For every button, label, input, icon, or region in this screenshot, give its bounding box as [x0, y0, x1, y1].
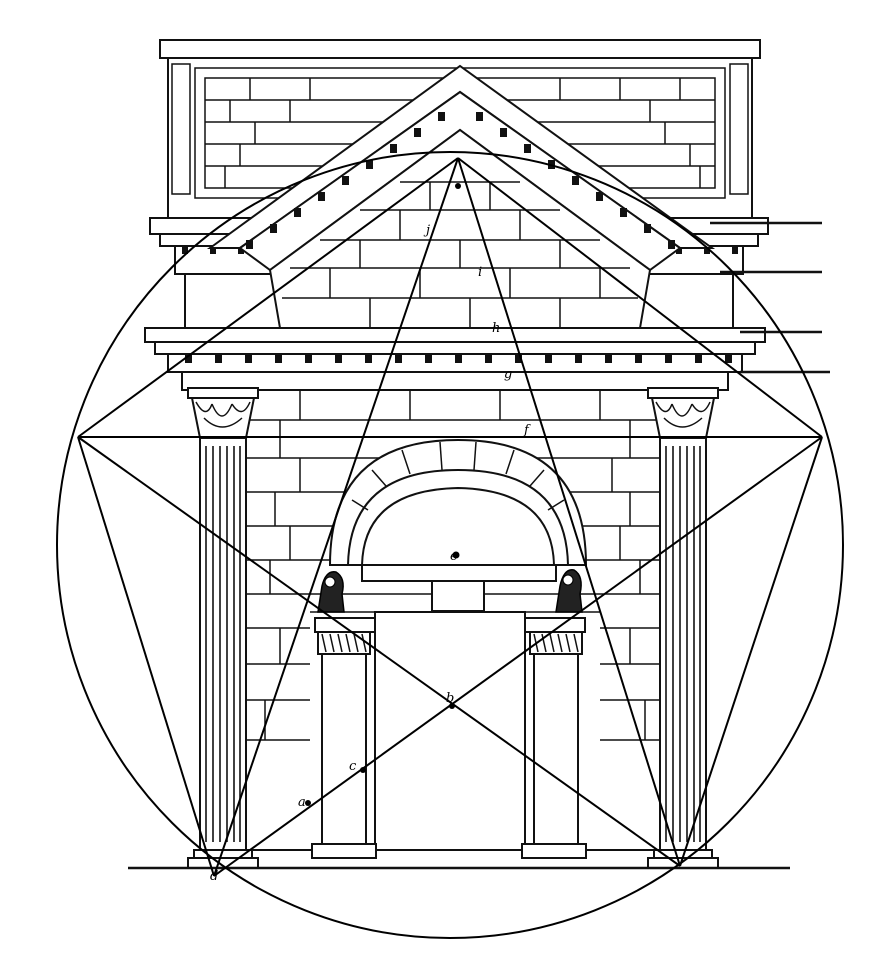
- leader-lines: [710, 221, 830, 374]
- label-h: h: [492, 321, 500, 336]
- label-g: g: [504, 367, 512, 382]
- inner-pilaster-right: [521, 617, 587, 859]
- label-c: c: [349, 759, 357, 774]
- lion-statue-right: [555, 569, 583, 613]
- pediment-dentils-left: [246, 112, 445, 249]
- construction-markers: [305, 183, 461, 806]
- point-labels: a b c d e f g h i j: [210, 223, 531, 884]
- lion-statue-left: [317, 571, 345, 613]
- label-f: f: [523, 423, 531, 438]
- arch: [328, 438, 588, 612]
- label-a: a: [298, 795, 306, 810]
- doorway: [310, 611, 600, 851]
- arch-voussoirs: [351, 441, 565, 511]
- label-b: b: [446, 691, 454, 706]
- main-cornice-dentils: [185, 354, 732, 363]
- label-i: i: [478, 265, 482, 280]
- geometric-construction: [56, 151, 844, 939]
- label-e: e: [450, 549, 458, 564]
- pediment: [206, 64, 716, 329]
- inner-pilaster-left: [311, 617, 377, 859]
- upper-cornice-dentils: [182, 246, 738, 254]
- tympanum-masonry: [282, 181, 638, 328]
- label-j: j: [423, 223, 430, 238]
- main-entablature: [144, 327, 766, 391]
- column-right: [647, 387, 719, 869]
- label-d: d: [210, 869, 218, 884]
- column-left: [187, 387, 259, 869]
- construction-circle: [56, 151, 844, 939]
